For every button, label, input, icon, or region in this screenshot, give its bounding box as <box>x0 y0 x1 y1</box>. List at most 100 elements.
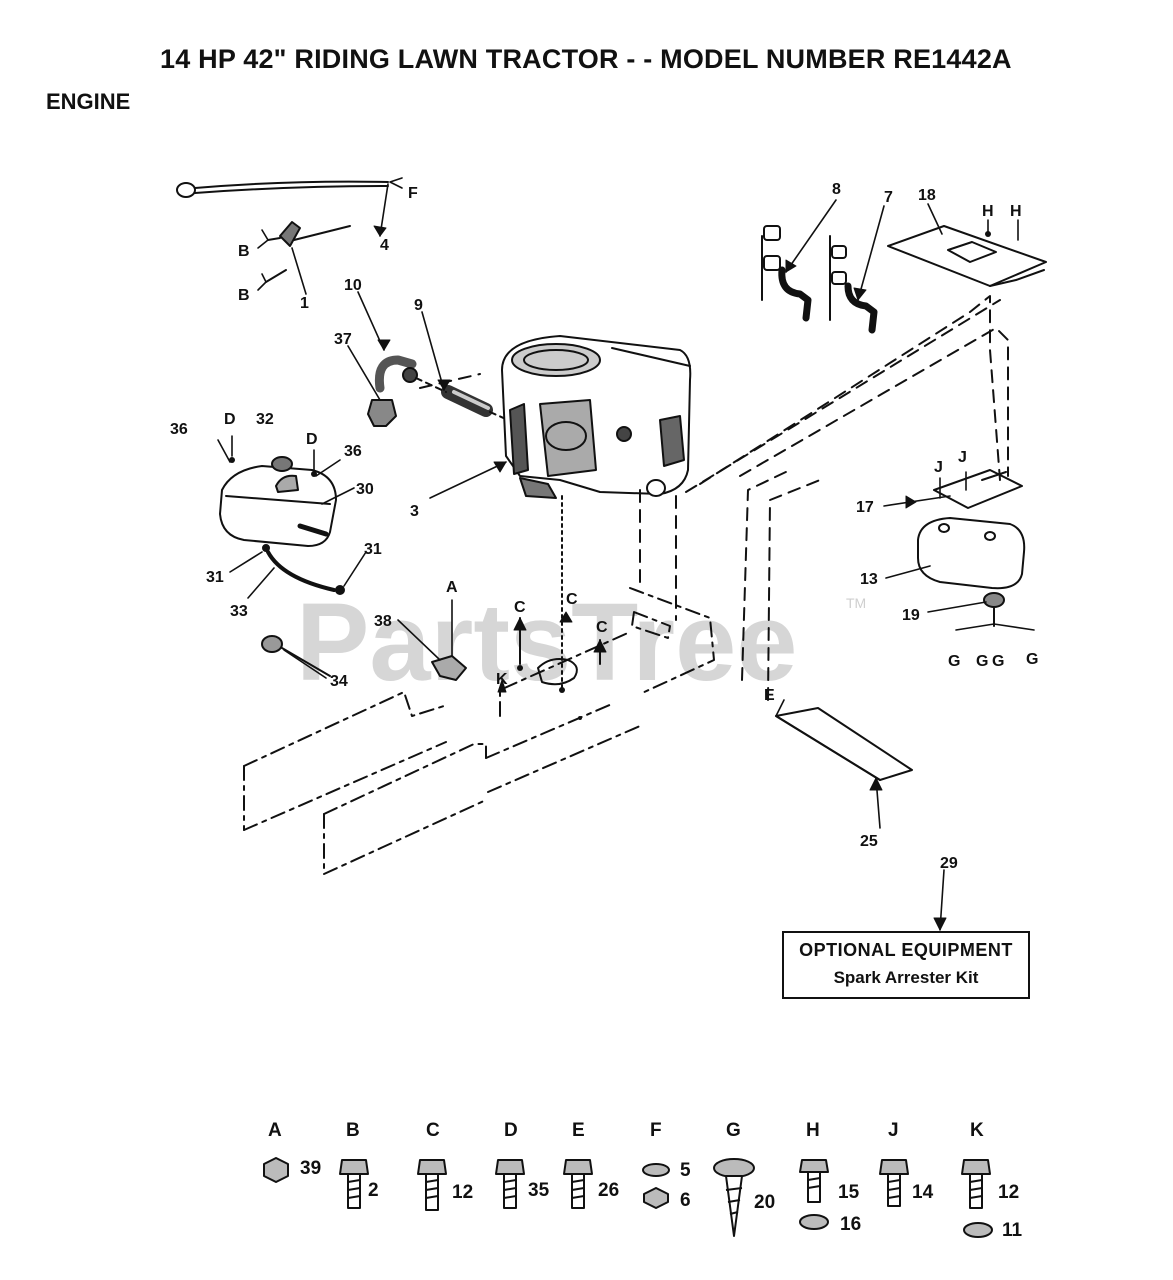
ref-letter-h-right: H <box>1010 203 1022 220</box>
legend-letter-j: J <box>888 1120 899 1141</box>
ref-letter-j-left: J <box>934 459 943 476</box>
callout-13: 13 <box>860 571 878 588</box>
part-heat-deflector <box>775 707 913 781</box>
callout-25: 25 <box>860 833 878 850</box>
optional-equipment-item: Spark Arrester Kit <box>833 968 979 987</box>
ref-letter-j-right: J <box>958 449 967 466</box>
legend-part-h-2: 16 <box>840 1214 861 1235</box>
part-fuel-filter <box>261 635 331 677</box>
part-clip <box>431 655 467 681</box>
lock-washer-icon <box>963 1222 993 1238</box>
legend-part-c: 12 <box>452 1182 473 1203</box>
callout-34: 34 <box>330 673 348 690</box>
part-gas-cap <box>271 456 293 472</box>
callout-29: 29 <box>940 855 958 872</box>
legend-letter-k: K <box>970 1120 984 1141</box>
section-title: ENGINE <box>46 89 131 114</box>
legend-part-f-1: 5 <box>680 1160 691 1181</box>
ref-letter-c-center: C <box>566 591 578 608</box>
callout-3: 3 <box>410 503 419 520</box>
callout-9: 9 <box>414 297 423 314</box>
leader-lines <box>217 177 1035 931</box>
callout-18: 18 <box>918 187 936 204</box>
part-dipstick <box>176 180 389 198</box>
ref-letter-g-2: G <box>976 653 988 670</box>
legend-letter-b: B <box>346 1120 360 1141</box>
ref-letter-k: K <box>496 671 508 688</box>
ref-letter-b-lower: B <box>238 287 250 304</box>
callout-36-right: 36 <box>344 443 362 460</box>
callout-37: 37 <box>334 331 352 348</box>
legend-part-h-1: 15 <box>838 1182 860 1203</box>
ref-letter-g-4: G <box>1026 651 1038 668</box>
flat-washer-icon <box>799 1214 829 1230</box>
flange-screw-icon <box>713 1158 755 1237</box>
legend-part-f-2: 6 <box>680 1190 691 1211</box>
callout-1: 1 <box>300 295 309 312</box>
guide-lines <box>419 295 1009 701</box>
leader-arrows <box>373 225 947 931</box>
legend-part-e: 26 <box>598 1180 619 1201</box>
hex-bolt-icon <box>879 1159 909 1207</box>
legend-part-b: 2 <box>368 1180 379 1201</box>
part-connector <box>415 377 509 421</box>
legend-part-d: 35 <box>528 1180 550 1201</box>
ref-letter-d-right: D <box>306 431 318 448</box>
legend-part-k-1: 12 <box>998 1182 1019 1203</box>
ref-letter-g-3: G <box>992 653 1004 670</box>
callout-7: 7 <box>884 189 893 206</box>
legend-part-k-2: 11 <box>1002 1220 1023 1241</box>
hex-bolt-icon <box>417 1159 447 1211</box>
hardware-legend: A B C D E F G H J K <box>263 1120 1023 1241</box>
legend-part-a: 39 <box>300 1158 321 1179</box>
callout-31-left: 31 <box>206 569 224 586</box>
hex-nut-icon <box>263 1157 289 1183</box>
watermark-tm: TM <box>846 595 866 611</box>
legend-letter-f: F <box>650 1120 662 1141</box>
part-fuel-line <box>262 544 345 595</box>
legend-letter-g: G <box>726 1120 741 1141</box>
callout-19: 19 <box>902 607 920 624</box>
legend-letter-d: D <box>504 1120 518 1141</box>
ref-letter-b-upper: B <box>238 243 250 260</box>
ref-letter-c-left: C <box>514 599 526 616</box>
callout-30: 30 <box>356 481 374 498</box>
ref-letter-e: E <box>764 687 775 704</box>
fastener-points <box>229 231 991 720</box>
hex-nut-icon <box>643 1187 669 1209</box>
hex-bolt-icon <box>799 1159 829 1203</box>
callouts: 4 1 10 9 37 3 36 32 36 30 31 31 33 34 38… <box>170 181 958 872</box>
legend-letter-a: A <box>268 1120 282 1141</box>
callout-32: 32 <box>256 411 274 428</box>
part-engine <box>501 335 692 499</box>
part-elbow-fitting <box>367 355 418 427</box>
callout-31-right: 31 <box>364 541 382 558</box>
part-heat-shield <box>887 225 1047 287</box>
watermark-text: PartsTree <box>296 581 797 704</box>
ref-letter-g-1: G <box>948 653 960 670</box>
part-muffler <box>917 517 1026 590</box>
legend-letter-e: E <box>572 1120 585 1141</box>
part-exhaust-pipe <box>761 225 878 334</box>
optional-equipment-box: OPTIONAL EQUIPMENT Spark Arrester Kit <box>782 931 1030 999</box>
legend-part-g: 20 <box>754 1192 775 1213</box>
part-fuel-tank <box>219 465 337 547</box>
ref-letter-d-left: D <box>224 411 236 428</box>
legend-letter-c: C <box>426 1120 440 1141</box>
hex-bolt-icon <box>495 1159 525 1209</box>
callout-4: 4 <box>380 237 389 254</box>
hex-bolt-icon <box>339 1159 369 1209</box>
hex-bolt-icon <box>563 1159 593 1209</box>
reference-letters: F B B D D A C C C K E H H J J G G G G <box>224 185 1038 704</box>
callout-8: 8 <box>832 181 841 198</box>
page-title: 14 HP 42" RIDING LAWN TRACTOR - - MODEL … <box>160 44 1012 74</box>
legend-letter-h: H <box>806 1120 820 1141</box>
callout-36-left: 36 <box>170 421 188 438</box>
ref-letter-c-right: C <box>596 619 608 636</box>
ref-letter-a: A <box>446 579 458 596</box>
part-bracket <box>265 221 351 283</box>
ref-letter-f: F <box>408 185 418 202</box>
frame-lines <box>243 587 715 875</box>
part-muffler-outlet <box>983 592 1005 627</box>
